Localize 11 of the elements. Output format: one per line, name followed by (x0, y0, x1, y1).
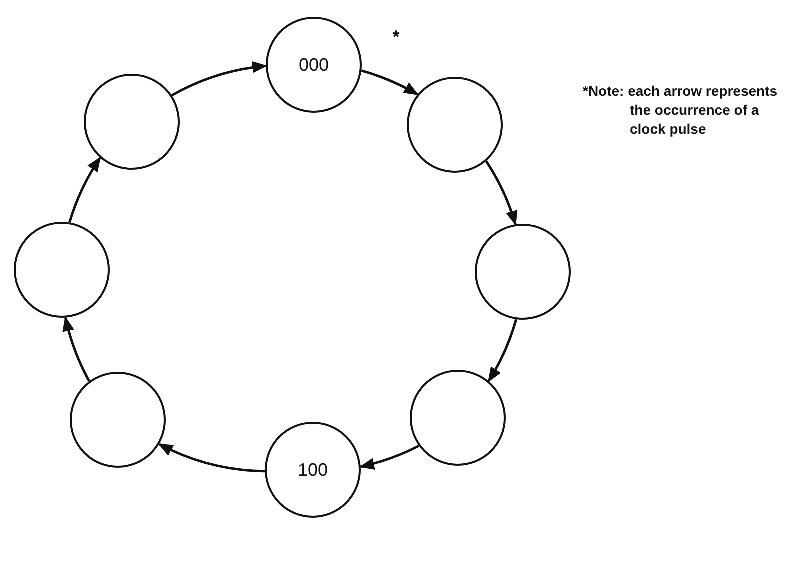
arrow (158, 443, 266, 473)
arrow (63, 316, 91, 382)
state-code: 000 (298, 54, 330, 76)
arrow (485, 160, 518, 226)
arrow (172, 62, 268, 97)
arrow (361, 70, 420, 96)
arrow (68, 156, 102, 224)
state-code: 100 (298, 460, 328, 480)
arrow (488, 319, 518, 383)
note-text: *Note: each arrow represents the occurrence of a clock pulse (583, 82, 779, 139)
arrow (359, 444, 420, 470)
